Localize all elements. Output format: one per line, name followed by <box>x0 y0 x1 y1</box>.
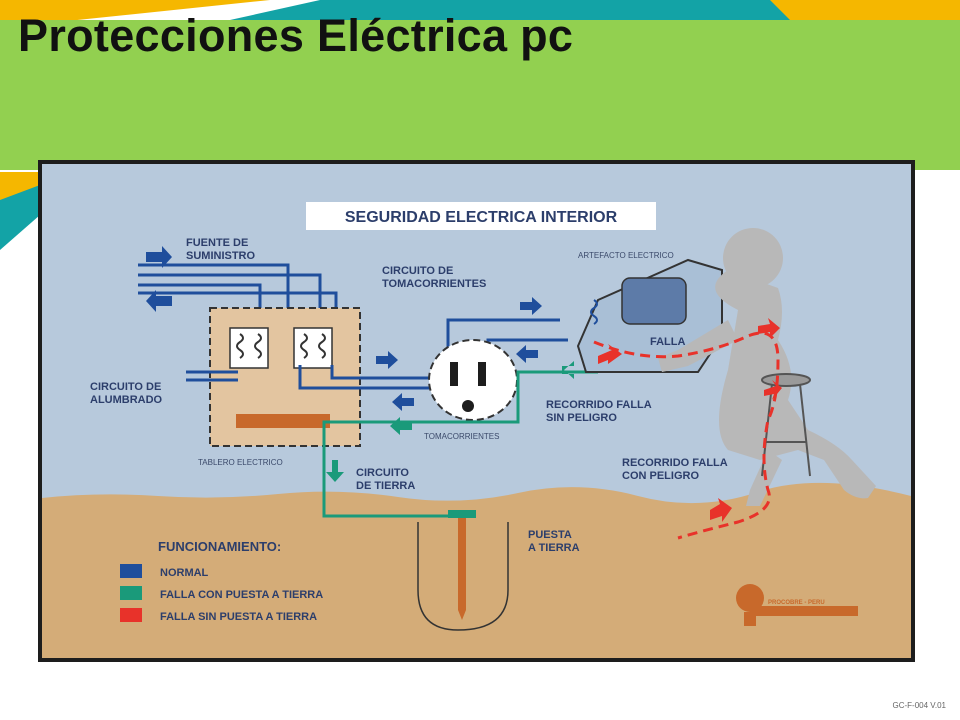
label-recorrido-con-1: RECORRIDO FALLA <box>622 457 728 469</box>
label-puesta-1: PUESTA <box>528 529 572 541</box>
person-arm <box>658 320 738 372</box>
lighting-circuit-wires <box>186 370 238 382</box>
appliance-screen <box>621 277 687 325</box>
fuse-icon <box>236 333 244 359</box>
label-circ-alum-1: CIRCUITO DE <box>90 381 161 393</box>
label-circ-tierra-2: DE TIERRA <box>356 480 415 492</box>
logo-text: PROCOBRE - PERU <box>768 600 825 606</box>
label-circ-toma-2: TOMACORRIENTES <box>382 278 486 290</box>
label-fuente-2: SUMINISTRO <box>186 250 256 262</box>
ground-clamp <box>448 510 476 518</box>
footer-code: GC-F-004 V.01 <box>892 701 946 710</box>
procobre-logo: PROCOBRE - PERU <box>736 584 858 626</box>
breaker-2 <box>293 327 333 369</box>
ground-bus-bar <box>236 414 330 428</box>
label-fuente-1: FUENTE DE <box>186 237 248 249</box>
yellow-band-shape <box>770 0 960 20</box>
legend: FUNCIONAMIENTO: NORMAL FALLA CON PUESTA A… <box>120 539 323 623</box>
fault-spark-icon <box>598 344 622 364</box>
fuse-icon <box>300 333 308 359</box>
label-recorrido-sin-2: SIN PELIGRO <box>546 412 617 424</box>
ground-well <box>417 522 509 631</box>
ground-flow-arrow <box>562 361 574 379</box>
logo-stem <box>744 612 756 626</box>
fault-flow-arrow <box>758 318 780 338</box>
normal-flow-arrow <box>520 297 542 315</box>
label-recorrido-sin-1: RECORRIDO FALLA <box>546 399 652 411</box>
label-tomacorrientes: TOMACORRIENTES <box>424 432 499 441</box>
legend-label: FALLA CON PUESTA A TIERRA <box>160 589 323 601</box>
breaker-1 <box>229 327 269 369</box>
ground-rod-tip <box>458 610 466 620</box>
fault-ground-path <box>322 370 598 518</box>
label-circ-alum-2: ALUMBRADO <box>90 394 163 406</box>
diagram-title: SEGURIDAD ELECTRICA INTERIOR <box>345 209 618 226</box>
logo-mark <box>736 584 764 612</box>
fault-danger-path <box>593 331 780 540</box>
ground-flow-arrow <box>390 417 412 435</box>
person-body <box>715 270 876 499</box>
slide-title: Protecciones Eléctrica pc <box>18 10 574 61</box>
label-circ-tierra-1: CIRCUITO <box>356 467 409 479</box>
appliance-coil-icon <box>590 299 598 325</box>
green-title-band <box>0 20 960 170</box>
ground-flow-arrow <box>326 460 344 482</box>
fuse-icon <box>254 333 262 359</box>
label-falla: FALLA <box>650 336 685 348</box>
label-recorrido-con-2: CON PELIGRO <box>622 470 699 482</box>
legend-swatch <box>120 564 142 578</box>
supply-arrows <box>146 246 172 312</box>
outlet-slot <box>478 362 486 386</box>
legend-swatch <box>120 586 142 600</box>
teal-left-wedge <box>0 185 40 250</box>
ground-rod <box>458 518 466 610</box>
legend-label: NORMAL <box>160 567 209 579</box>
supply-out-arrow <box>146 290 172 312</box>
outlet-slot <box>450 362 458 386</box>
normal-flow-arrow <box>392 393 414 411</box>
legend-label: FALLA SIN PUESTA A TIERRA <box>160 611 317 623</box>
fuse-icon <box>318 333 326 359</box>
electrical-safety-diagram: SEGURIDAD ELECTRICA INTERIOR <box>38 160 915 662</box>
legend-swatch <box>120 608 142 622</box>
ground-area <box>42 482 911 658</box>
diagram-title-box <box>306 202 656 230</box>
fault-flow-arrow <box>710 498 732 522</box>
legend-title: FUNCIONAMIENTO: <box>158 539 281 554</box>
label-circ-toma-1: CIRCUITO DE <box>382 265 453 277</box>
normal-flow-arrow <box>516 345 538 363</box>
person-head <box>723 228 783 288</box>
outlet-ground-hole <box>462 400 474 412</box>
normal-flow-arrow <box>376 351 398 369</box>
label-tablero: TABLERO ELECTRICO <box>198 458 283 467</box>
label-artefacto: ARTEFACTO ELECTRICO <box>578 251 674 260</box>
supply-in-arrow <box>146 246 172 268</box>
label-puesta-2: A TIERRA <box>528 542 580 554</box>
logo-bar <box>750 606 858 616</box>
fault-flow-arrow <box>764 380 782 400</box>
